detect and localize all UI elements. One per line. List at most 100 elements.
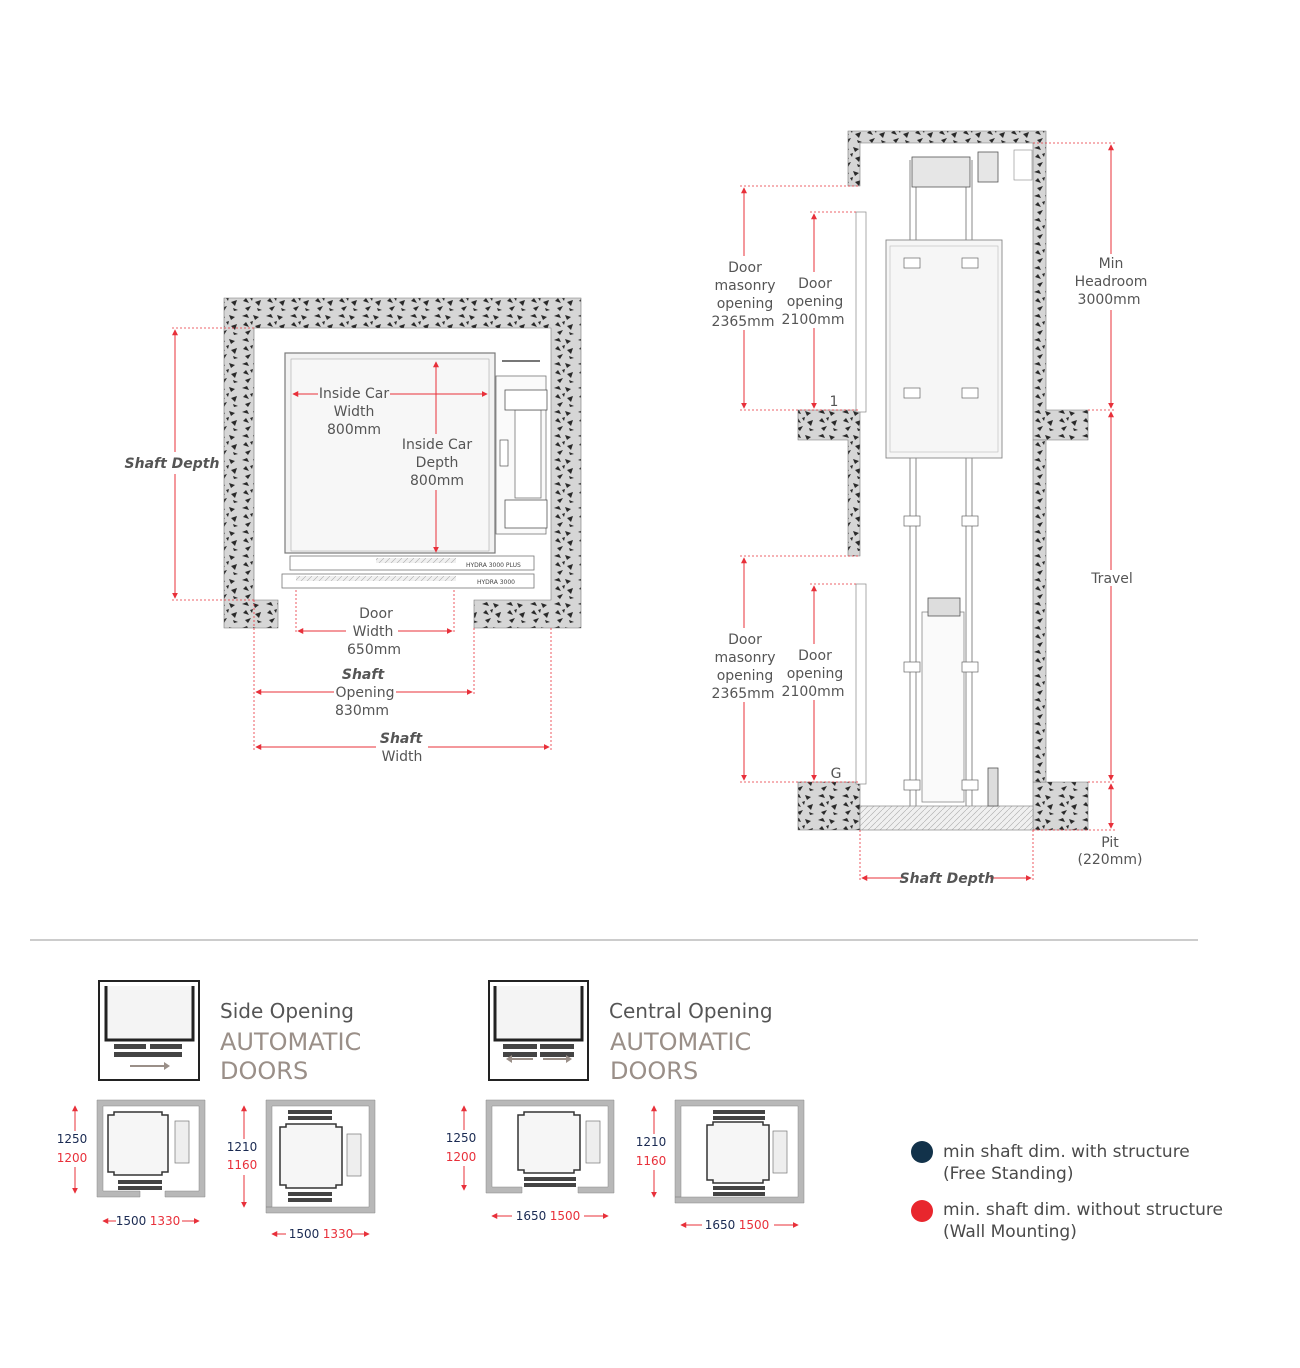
side-plan-a-door2 xyxy=(118,1186,162,1190)
landing-door-top xyxy=(855,211,867,413)
side-b-h-blue: 1210 xyxy=(227,1140,258,1154)
headroom-l3: 3000mm xyxy=(1078,292,1141,308)
central-opening-section: Central Opening AUTOMATIC DOORS 1250 120… xyxy=(444,980,805,1233)
buffer xyxy=(987,767,999,807)
legend-structure-l1: min shaft dim. with structure xyxy=(943,1142,1190,1162)
shaft-opening-l3: 830mm xyxy=(335,703,389,719)
central-plan-a-wdim-bg xyxy=(512,1208,584,1224)
side-arrow-head xyxy=(164,1062,170,1070)
central-plan-b-wdim-bg xyxy=(702,1217,774,1233)
side-b-w-red: 1330 xyxy=(323,1227,354,1241)
shaft-opening-l1: Shaft xyxy=(342,667,386,683)
masonry-top-l4: 2365mm xyxy=(712,314,775,330)
side-opening-title: Side Opening xyxy=(220,999,354,1023)
landing-door-bottom xyxy=(855,583,867,785)
central-door-bar-1 xyxy=(503,1044,537,1049)
masonry-bot-bg xyxy=(712,628,778,702)
car-depth-l1: Inside Car xyxy=(402,437,472,453)
door-width-l1: Door xyxy=(359,606,393,622)
opening-top-bg xyxy=(784,272,844,328)
legend-structure-l2: (Free Standing) xyxy=(943,1164,1073,1184)
pit-l1: Pit xyxy=(1101,835,1119,851)
masonry-top-l2: masonry xyxy=(715,278,776,294)
plate-hydra-plus: HYDRA 3000 PLUS xyxy=(466,562,521,569)
side-plan-b-door2 xyxy=(288,1116,332,1120)
side-plan-b-door3 xyxy=(288,1192,332,1196)
opening-bot-bg xyxy=(784,644,844,700)
central-opening-sub2: DOORS xyxy=(610,1057,698,1085)
legend-wall-l2: (Wall Mounting) xyxy=(943,1222,1077,1242)
car-depth-bg xyxy=(400,434,474,490)
masonry-bot-l1: Door xyxy=(728,632,762,648)
section-car xyxy=(885,239,1003,459)
side-plan-a-shaft xyxy=(96,1099,206,1198)
side-opening-section: Side Opening AUTOMATIC DOORS 1250 1200 1… xyxy=(55,980,376,1242)
central-opening-title: Central Opening xyxy=(609,999,773,1023)
plan-wall xyxy=(223,297,582,629)
central-plan-a-car xyxy=(517,1111,581,1174)
machine-rail xyxy=(514,409,542,499)
sec-depth-bg xyxy=(904,870,990,886)
central-arrow-left-head xyxy=(506,1055,512,1063)
side-plan-b-shaft xyxy=(265,1099,376,1214)
section-floor1-left xyxy=(797,409,861,557)
travel-label: Travel xyxy=(1090,571,1133,587)
headroom-l2: Headroom xyxy=(1075,274,1148,290)
door-hatch-1 xyxy=(376,558,456,563)
button-panel xyxy=(499,439,509,467)
machine-top xyxy=(504,389,548,411)
central-arrow-right-head xyxy=(566,1055,572,1063)
opening-top-l3: 2100mm xyxy=(782,312,845,328)
side-plan-a-car xyxy=(107,1111,169,1176)
rail-brackets xyxy=(903,257,979,791)
central-door-bar-3 xyxy=(503,1052,537,1057)
central-plan-a-hdim-bg xyxy=(444,1130,478,1166)
car-width-bg xyxy=(318,382,390,436)
side-a-h-red: 1200 xyxy=(57,1151,88,1165)
central-plan-b-car xyxy=(706,1121,770,1184)
car-depth-l3: 800mm xyxy=(410,473,464,489)
masonry-top-bg xyxy=(712,256,778,330)
side-plan-b-car xyxy=(279,1123,343,1189)
central-plan-b-door2 xyxy=(713,1116,765,1120)
central-plan-b-hdim-bg xyxy=(634,1134,668,1170)
central-plan-a-door2 xyxy=(524,1183,576,1187)
headroom-l1: Min xyxy=(1099,256,1124,272)
car-width-l2: Width xyxy=(334,404,375,420)
side-door-bar-2 xyxy=(150,1044,182,1049)
central-door-bar-2 xyxy=(540,1044,574,1049)
side-opening-sub2: DOORS xyxy=(220,1057,308,1085)
opening-bot-l1: Door xyxy=(798,648,832,664)
control-box xyxy=(1013,149,1033,181)
pit-l2: (220mm) xyxy=(1078,852,1143,868)
side-plan-a-door1 xyxy=(118,1180,162,1184)
central-plan-b-door4 xyxy=(713,1192,765,1196)
side-plan-b-wdim-bg xyxy=(286,1226,352,1242)
travel-bg xyxy=(1086,570,1138,586)
central-plan-a-door1 xyxy=(524,1177,576,1181)
central-b-h-blue: 1210 xyxy=(636,1135,667,1149)
plan-shaft-depth-label: Shaft Depth xyxy=(125,456,220,472)
side-opening-icon-car xyxy=(104,986,195,1042)
headroom-bg xyxy=(1072,254,1150,310)
legend-dot-wall xyxy=(911,1200,933,1222)
side-plan-b-hdim-bg xyxy=(225,1139,259,1175)
side-plan-b-door1 xyxy=(288,1110,332,1114)
central-plan-a-shaft xyxy=(485,1099,615,1194)
central-plan-b-shaft xyxy=(674,1099,805,1204)
top-machine xyxy=(911,156,971,188)
side-b-w-blue: 1500 xyxy=(289,1227,320,1241)
side-door-bar-3 xyxy=(114,1052,182,1057)
central-opening-sub1: AUTOMATIC xyxy=(610,1028,751,1056)
shaft-width-l1: Shaft xyxy=(380,731,424,747)
side-a-h-blue: 1250 xyxy=(57,1132,88,1146)
opening-top-l1: Door xyxy=(798,276,832,292)
plate-hydra: HYDRA 3000 xyxy=(477,579,515,586)
central-a-w-red: 1500 xyxy=(550,1209,581,1223)
floor-1-label: 1 xyxy=(830,394,839,410)
shaft-opening-bg xyxy=(334,684,396,700)
masonry-bot-l4: 2365mm xyxy=(712,686,775,702)
central-plan-b-door3 xyxy=(713,1186,765,1190)
masonry-bot-l2: masonry xyxy=(715,650,776,666)
car-depth-l2: Depth xyxy=(416,455,459,471)
